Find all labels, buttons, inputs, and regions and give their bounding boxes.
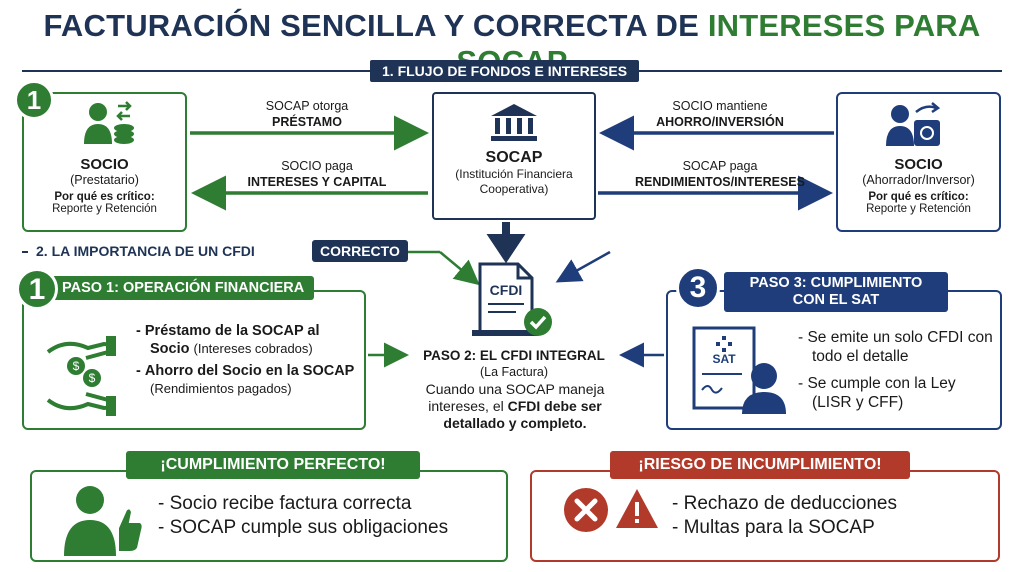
- section2-label: 2. LA IMPORTANCIA DE UN CFDI: [36, 243, 255, 259]
- thumbs-up-person-icon: [60, 480, 144, 561]
- otorga-line1: SOCAP otorga: [265, 99, 349, 113]
- mantiene-line2: AHORRO/INVERSIÓN: [656, 115, 784, 129]
- socap-name: SOCAP: [485, 149, 543, 166]
- sat-label: SAT: [712, 352, 736, 366]
- cumplimiento-card: - Socio recibe factura correcta - SOCAP …: [30, 470, 508, 562]
- socio-ahorrador-card: SOCIO (Ahorrador/Inversor) Por qué es cr…: [836, 92, 1001, 232]
- socio-left-role: (Prestatario): [70, 173, 139, 187]
- otorga-line2: PRÉSTAMO: [272, 115, 342, 129]
- socio-right-role: (Ahorrador/Inversor): [862, 173, 975, 187]
- socio-left-text: SOCIO (Prestatario) Por qué es crítico: …: [24, 156, 185, 215]
- socio-right-name: SOCIO: [894, 156, 943, 173]
- ok-item1: - Socio recibe factura correcta: [158, 493, 412, 514]
- paso1-list: - Préstamo de la SOCAP al Socio (Interes…: [136, 322, 362, 402]
- paso3-badge: 3: [676, 266, 720, 310]
- socio-left-crit-label: Por qué es crítico:: [54, 191, 155, 203]
- socap-paga-line2: RENDIMIENTOS/INTERESES: [635, 175, 805, 189]
- paso1-item2-dash: -: [136, 363, 141, 379]
- socio-coins-icon: [84, 100, 140, 153]
- error-x-icon: [562, 486, 610, 539]
- socio-prestatario-card: SOCIO (Prestatario) Por qué es crítico: …: [22, 92, 187, 232]
- socio-right-crit-text: Reporte y Retención: [866, 203, 971, 215]
- paga-line2: INTERESES Y CAPITAL: [247, 175, 387, 189]
- cfdi-document-icon: [472, 262, 556, 347]
- paso1-card: $ $ - Préstamo de la SOCAP al Socio (Int…: [22, 290, 366, 430]
- socio-left-crit-text: Reporte y Retención: [52, 203, 157, 215]
- ok-list: - Socio recibe factura correcta - SOCAP …: [158, 492, 448, 540]
- paso1-item2-bold: Ahorro del Socio en la SOCAP: [144, 363, 355, 379]
- paso2-sub: (La Factura): [479, 365, 549, 379]
- paso3-card: SAT - Se emite un solo CFDI con todo el …: [666, 290, 1002, 430]
- svg-text:$: $: [73, 359, 80, 373]
- section1-label: 1. FLUJO DE FONDOS E INTERESES: [370, 60, 640, 82]
- paso3-item2: - Se cumple con la Ley (LISR y CFF): [798, 375, 956, 411]
- riesgo-card: - Rechazo de deducciones - Multas para l…: [530, 470, 1000, 562]
- paso2-desc-text: Cuando una SOCAP maneja intereses, el: [425, 381, 605, 414]
- paso3-item1: - Se emite un solo CFDI con todo el deta…: [798, 329, 993, 365]
- title-part1: FACTURACIÓN SENCILLA Y CORRECTA DE: [43, 8, 708, 43]
- paso3-header: PASO 3: CUMPLIMIENTO CON EL SAT: [724, 272, 948, 312]
- warning-icon: [614, 486, 660, 537]
- socap-card: SOCAP (Institución Financiera Cooperativ…: [432, 92, 596, 220]
- paso1-item2: - Ahorro del Socio en la SOCAP (Rendimie…: [136, 362, 362, 398]
- svg-text:$: $: [89, 371, 96, 385]
- ok-header: ¡CUMPLIMIENTO PERFECTO!: [126, 451, 420, 479]
- cfdi-doc-label: CFDI: [489, 282, 523, 298]
- paso1-badge: 1: [16, 268, 58, 310]
- socap-sub: (Institución Financiera Cooperativa): [455, 167, 573, 196]
- mantiene-line1: SOCIO mantiene: [672, 99, 768, 113]
- page-title: FACTURACIÓN SENCILLA Y CORRECTA DE INTER…: [0, 8, 1024, 80]
- arrow-label-otorga: SOCAP otorga PRÉSTAMO: [232, 98, 382, 130]
- risk-list: - Rechazo de deducciones - Multas para l…: [672, 492, 897, 540]
- arrow-label-mantiene: SOCIO mantiene AHORRO/INVERSIÓN: [620, 98, 820, 130]
- risk-item2: - Multas para la SOCAP: [672, 517, 875, 538]
- paso1-item1-soft: (Intereses cobrados): [193, 341, 313, 356]
- risk-item1: - Rechazo de deducciones: [672, 493, 897, 514]
- paso1-item2-soft: (Rendimientos pagados): [150, 381, 292, 396]
- section2-pill: CORRECTO: [312, 240, 408, 262]
- paso2-desc: Cuando una SOCAP maneja intereses, el CF…: [398, 381, 632, 432]
- paso3-list: - Se emite un solo CFDI con todo el deta…: [798, 328, 994, 416]
- paso1-header: PASO 1: OPERACIÓN FINANCIERA: [52, 276, 315, 300]
- arrow-label-socap-paga: SOCAP paga RENDIMIENTOS/INTERESES: [610, 158, 830, 190]
- step1-badge-top: 1: [14, 80, 54, 120]
- paso1-item1-dash: -: [136, 323, 141, 339]
- paso3-header-line2: CON EL SAT: [792, 292, 880, 308]
- risk-header: ¡RIESGO DE INCUMPLIMIENTO!: [610, 451, 910, 479]
- paga-line1: SOCIO paga: [281, 159, 353, 173]
- socio-right-crit-label: Por qué es crítico:: [868, 191, 969, 203]
- socio-safe-icon: [886, 100, 946, 155]
- paso1-item1: - Préstamo de la SOCAP al Socio (Interes…: [136, 322, 362, 358]
- paso3-header-line1: PASO 3: CUMPLIMIENTO: [749, 275, 923, 291]
- socio-left-name: SOCIO: [80, 156, 129, 173]
- socio-right-text: SOCIO (Ahorrador/Inversor) Por qué es cr…: [838, 156, 999, 215]
- paso2-title: PASO 2: EL CFDI INTEGRAL: [423, 348, 605, 363]
- paso1-item1-bold: Préstamo de la SOCAP al Socio: [144, 323, 320, 357]
- arrow-label-paga: SOCIO paga INTERESES Y CAPITAL: [222, 158, 412, 190]
- hands-coins-icon: $ $: [42, 322, 122, 423]
- ok-item2: - SOCAP cumple sus obligaciones: [158, 517, 449, 538]
- sat-document-icon: [692, 326, 788, 421]
- paso2-desc-bold: CFDI debe ser detallado y completo.: [443, 398, 602, 431]
- socap-paga-line1: SOCAP paga: [682, 159, 758, 173]
- bank-icon: [434, 102, 594, 147]
